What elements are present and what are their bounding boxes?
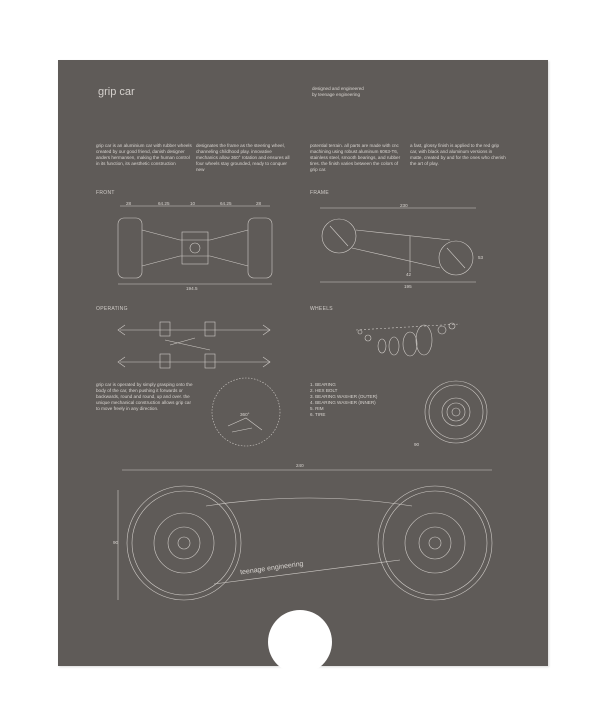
- section-label-operating: OPERATING: [96, 306, 128, 312]
- finger-notch: [268, 610, 332, 674]
- front-dim-3: 10: [190, 201, 196, 206]
- intro-paragraph-4: a fast, glossy finish is applied to the …: [410, 143, 506, 166]
- part-2: 2. HEX BOLT: [310, 388, 338, 393]
- part-3: 3. BEARING WASHER (OUTER): [310, 394, 378, 399]
- part-6: 6. TIRE: [310, 412, 326, 417]
- frame-dim-center: 42: [406, 272, 412, 277]
- front-dim-4: 64.25: [220, 201, 232, 206]
- front-dim-2: 64.25: [158, 201, 170, 206]
- intro-paragraph-3: potential terrain. all parts are made wi…: [310, 143, 401, 172]
- part-4: 4. BEARING WASHER (INNER): [310, 400, 376, 405]
- frame-dim-height: 53: [478, 255, 484, 260]
- operating-drawing: [117, 321, 281, 447]
- front-dim-5: 28: [256, 201, 262, 206]
- credit-line-2: by teenage engineering: [312, 92, 361, 97]
- page-title: grip car: [98, 86, 135, 98]
- side-view-drawing: [117, 469, 493, 601]
- side-dim-height: 90: [113, 540, 119, 545]
- section-label-front: FRONT: [96, 190, 115, 196]
- rotation-label: 360°: [240, 412, 250, 417]
- front-dim-total: 194.5: [186, 286, 198, 291]
- part-5: 5. RIM: [310, 406, 324, 411]
- side-dim-length: 240: [296, 463, 304, 468]
- section-label-wheels: WHEELS: [310, 306, 333, 312]
- frame-dim-length: 230: [400, 203, 408, 208]
- wheels-exploded-drawing: [355, 322, 488, 444]
- credit-line-1: designed and engineered: [312, 86, 364, 91]
- operating-text: grip car is operated by simply grasping …: [96, 382, 193, 411]
- frame-drawing: [320, 207, 476, 283]
- front-view-drawing: [117, 205, 273, 285]
- part-1: 1. BEARING: [310, 382, 336, 387]
- front-dim-1: 28: [126, 201, 132, 206]
- wheel-dim: 90: [414, 442, 420, 447]
- product-sheet: [58, 60, 548, 666]
- section-label-frame: FRAME: [310, 190, 329, 196]
- intro-paragraph-1: grip car is an aluminium car with rubber…: [96, 143, 192, 166]
- frame-dim-base: 195: [404, 284, 412, 289]
- intro-paragraph-2: designates the frame as the steering whe…: [196, 143, 290, 172]
